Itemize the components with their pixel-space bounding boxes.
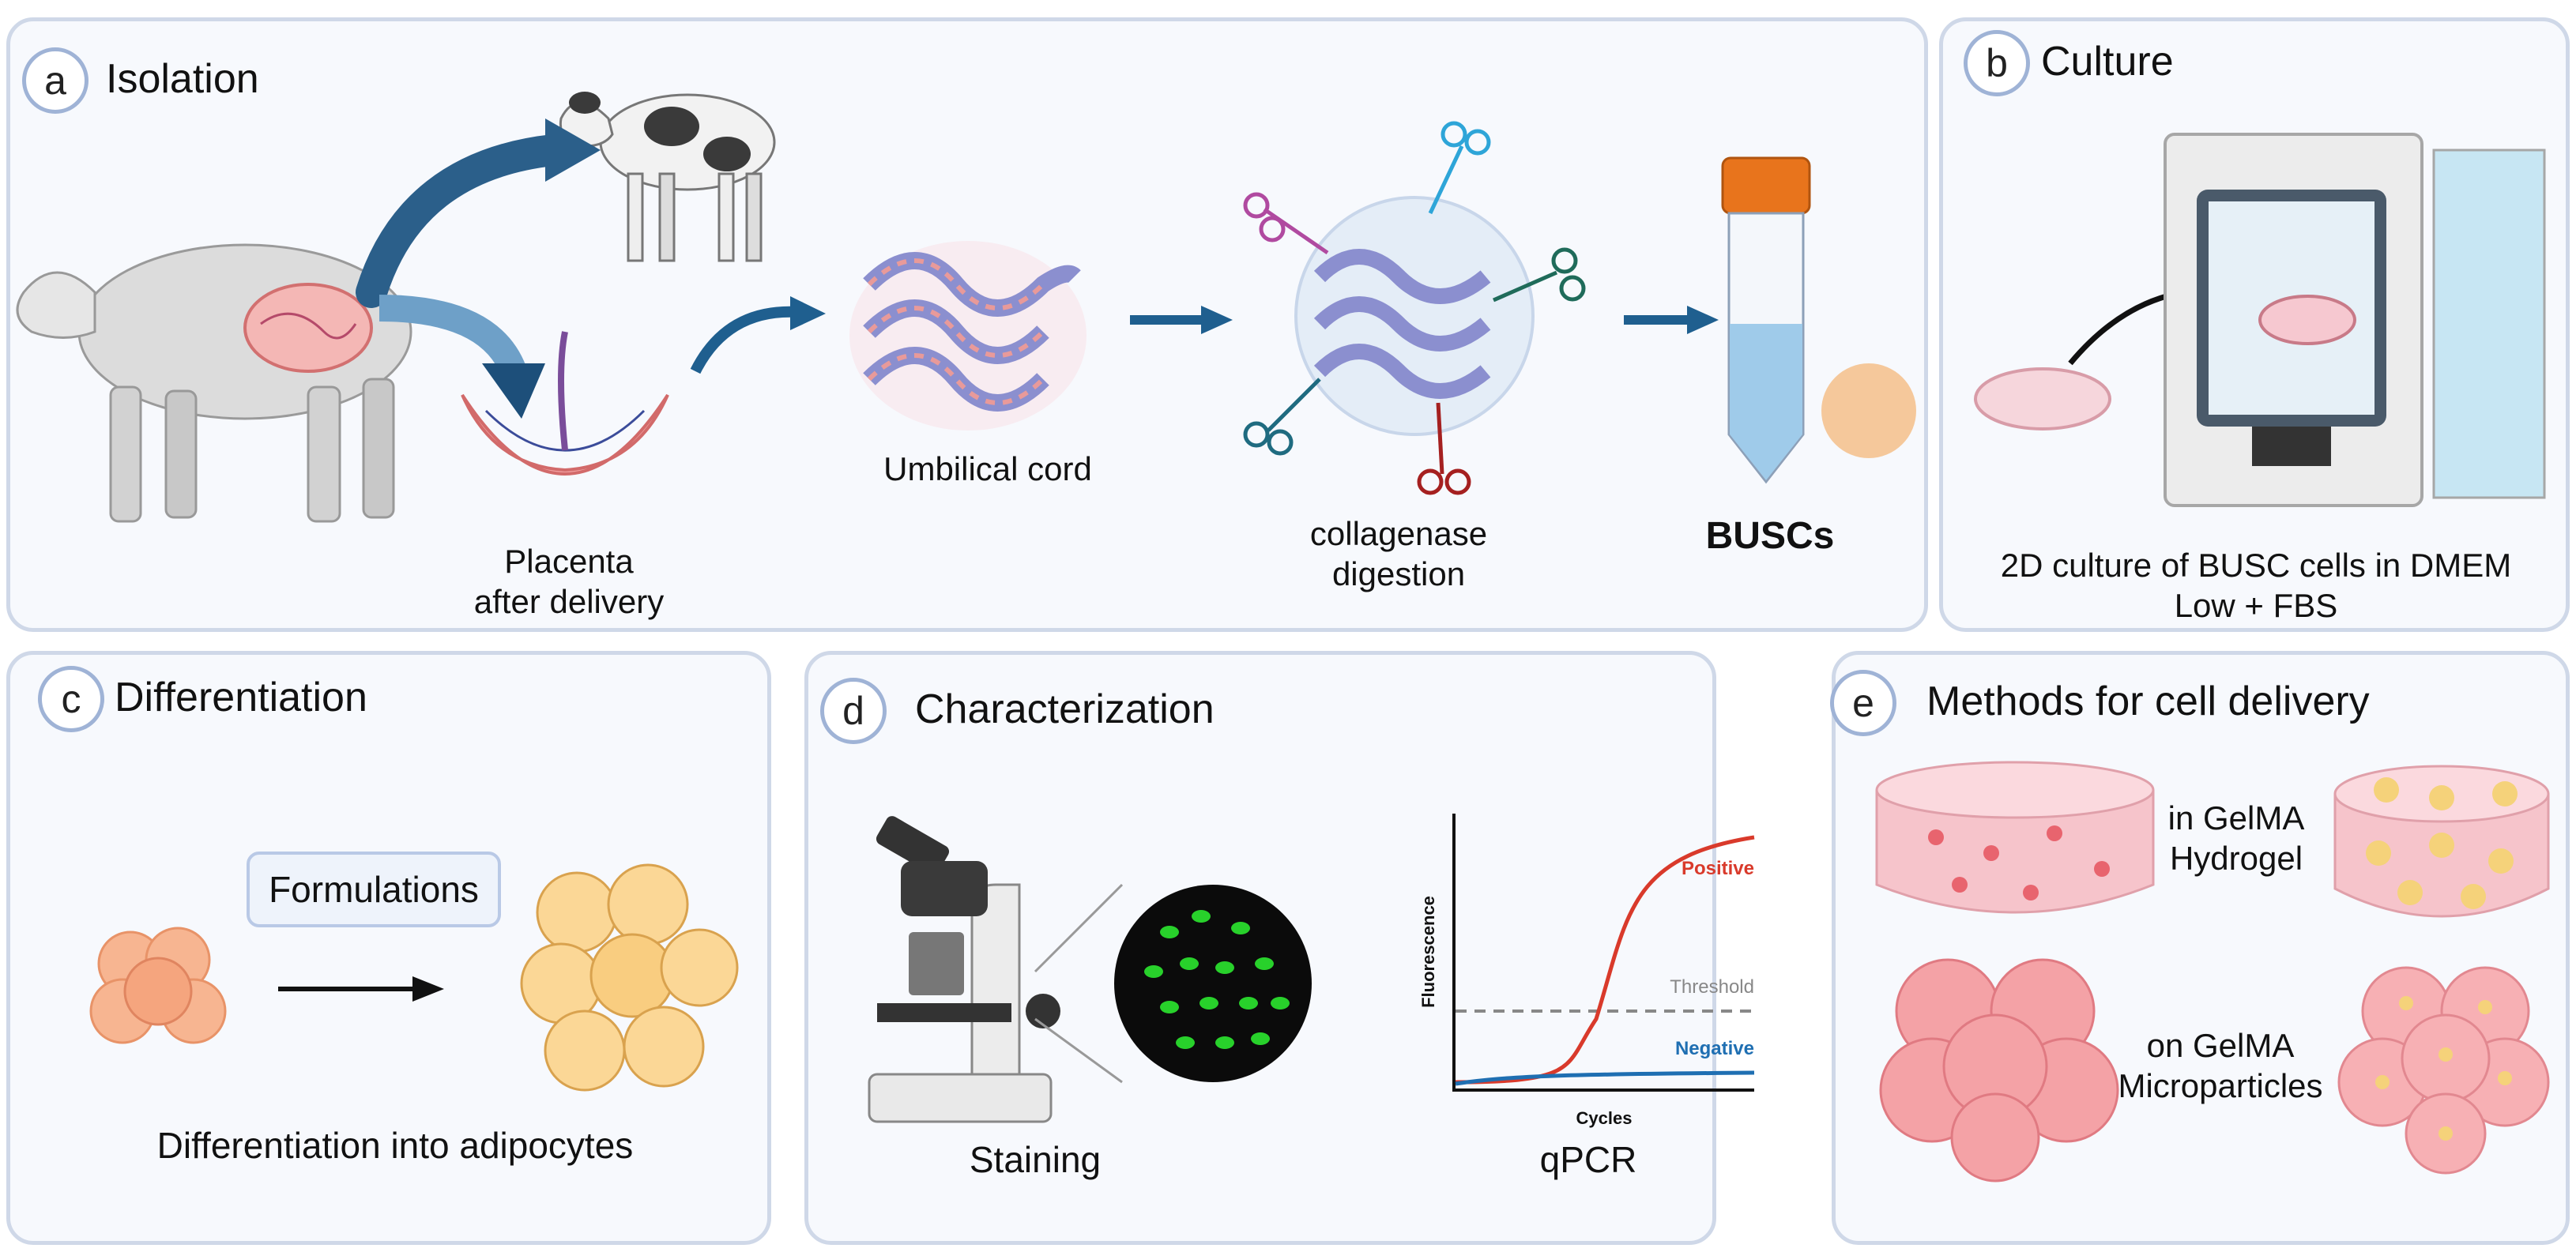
arrow-to-digestion xyxy=(1130,306,1233,334)
hydrogel-disc-stem-cells xyxy=(1875,761,2155,914)
scissors-icon xyxy=(1243,192,1329,255)
panel-c-title: Differentiation xyxy=(115,675,367,720)
formulations-box: Formulations xyxy=(247,852,501,927)
placenta-label-line1: Placenta xyxy=(504,543,634,580)
collagenase-label: collagenase digestion xyxy=(1241,513,1557,594)
umbilical-cord-label: Umbilical cord xyxy=(883,450,1092,487)
incubator-illustration xyxy=(1974,133,2546,507)
arrow-to-tube xyxy=(1624,306,1719,334)
panel-e-title: Methods for cell delivery xyxy=(1926,679,2370,724)
staining-label: Staining xyxy=(969,1139,1102,1180)
qpcr-positive-label: Positive xyxy=(1682,858,1754,879)
centrifuge-tube-illustration xyxy=(1721,156,1916,484)
scissors-icon xyxy=(1417,402,1471,495)
calf-illustration xyxy=(559,92,776,262)
culture-caption-line1: 2D culture of BUSC cells in DMEM xyxy=(2000,547,2512,584)
panel-a-title: Isolation xyxy=(106,56,259,102)
collagenase-label-line2: digestion xyxy=(1331,555,1466,593)
placenta-illustration xyxy=(461,331,669,476)
buscs-label: BUSCs xyxy=(1705,515,1835,557)
hydrogel-disc-adipocytes xyxy=(2333,765,2550,918)
panel-e-letter: e xyxy=(1830,670,1896,736)
scissors-icon xyxy=(1243,378,1321,456)
microparticles-label-line2: Microparticles xyxy=(2118,1067,2323,1105)
qpcr-negative-curve xyxy=(1455,1070,1755,1086)
placenta-label-line2: after delivery xyxy=(473,583,665,621)
qpcr-chart: Fluorescence Cycles Positive Threshold N… xyxy=(1418,814,1755,1128)
culture-caption-line2: Low + FBS xyxy=(2174,587,2338,625)
hydrogel-label-line1: in GelMA xyxy=(2167,799,2305,837)
qpcr-label: qPCR xyxy=(1539,1139,1637,1180)
qpcr-x-label: Cycles xyxy=(1576,1108,1633,1128)
differentiation-caption: Differentiation into adipocytes xyxy=(156,1125,634,1166)
microparticles-stem-cells xyxy=(1879,958,2119,1182)
culture-caption: 2D culture of BUSC cells in DMEM Low + F… xyxy=(1952,545,2560,626)
panel-d-letter: d xyxy=(820,678,887,744)
microscope-illustration xyxy=(868,816,1312,1123)
collagenase-label-line1: collagenase xyxy=(1309,515,1488,552)
panel-b-letter: b xyxy=(1964,30,2030,96)
cow-illustration xyxy=(16,243,412,523)
collagenase-digestion-illustration xyxy=(1243,121,1586,495)
differentiation-arrow xyxy=(278,976,444,1002)
hydrogel-label-line2: Hydrogel xyxy=(2169,840,2303,878)
panel-d-title: Characterization xyxy=(915,686,1215,732)
panel-a-letter: a xyxy=(22,47,89,114)
adipocyte-cluster-illustration xyxy=(520,863,739,1092)
microparticles-adipocytes xyxy=(2337,966,2550,1175)
placenta-label: Placenta after delivery xyxy=(427,541,711,622)
microparticles-label: on GelMA Microparticles xyxy=(2102,1025,2339,1106)
qpcr-threshold-label: Threshold xyxy=(1670,976,1754,998)
umbilical-cord-illustration xyxy=(849,241,1087,430)
qpcr-negative-label: Negative xyxy=(1675,1038,1754,1059)
panel-b-title: Culture xyxy=(2041,39,2174,85)
scissors-icon xyxy=(1428,121,1491,215)
arrows-isolation xyxy=(356,118,826,419)
panel-c-letter: c xyxy=(38,666,104,732)
microparticles-label-line1: on GelMA xyxy=(2146,1027,2295,1064)
stem-cell-cluster-illustration xyxy=(89,927,227,1044)
qpcr-y-label: Fluorescence xyxy=(1418,896,1438,1008)
scissors-icon xyxy=(1492,247,1586,303)
hydrogel-label: in GelMA Hydrogel xyxy=(2157,798,2315,878)
